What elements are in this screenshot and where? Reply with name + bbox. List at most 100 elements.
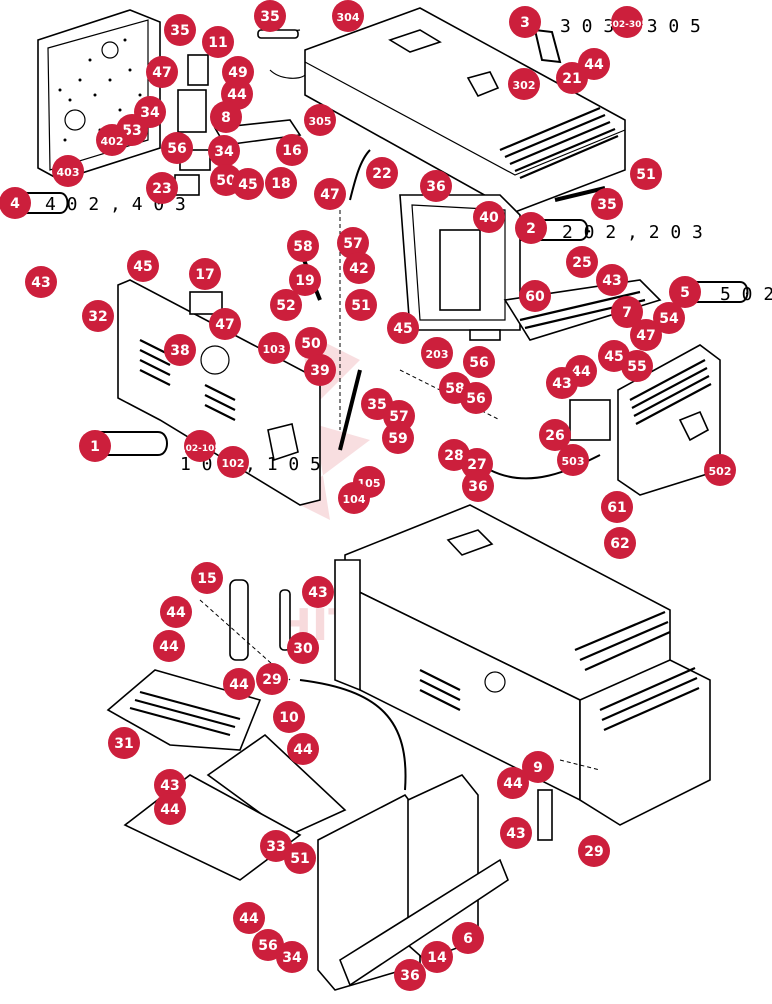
callout-302[interactable]: 302 xyxy=(508,68,540,100)
callout-38[interactable]: 38 xyxy=(164,334,196,366)
callout-44[interactable]: 44 xyxy=(578,48,610,80)
callout-number: 5 xyxy=(680,285,690,301)
callout-58[interactable]: 58 xyxy=(287,230,319,262)
callout-1[interactable]: 1 xyxy=(79,430,111,462)
callout-17[interactable]: 17 xyxy=(189,258,221,290)
callout-35[interactable]: 35 xyxy=(254,0,286,32)
callout-bubble xyxy=(146,172,178,204)
callout-43[interactable]: 43 xyxy=(25,266,57,298)
callout-bubble xyxy=(421,337,453,369)
callout-7[interactable]: 7 xyxy=(611,296,643,328)
callout-43[interactable]: 43 xyxy=(596,264,628,296)
callout-305[interactable]: 305 xyxy=(304,104,336,136)
callout-19[interactable]: 19 xyxy=(289,264,321,296)
callout-33[interactable]: 33 xyxy=(260,830,292,862)
callout-16[interactable]: 16 xyxy=(276,134,308,166)
callout-number: 45 xyxy=(238,177,257,193)
callout-30[interactable]: 30 xyxy=(287,632,319,664)
callout-14[interactable]: 14 xyxy=(421,941,453,973)
callout-42[interactable]: 42 xyxy=(343,252,375,284)
callout-40[interactable]: 40 xyxy=(473,201,505,233)
callout-number: 2 xyxy=(526,221,536,237)
callout-57[interactable]: 57 xyxy=(337,227,369,259)
callout-36[interactable]: 36 xyxy=(420,170,452,202)
callout-52[interactable]: 52 xyxy=(270,289,302,321)
callout-43[interactable]: 43 xyxy=(546,367,578,399)
callout-35[interactable]: 35 xyxy=(591,188,623,220)
callout-44[interactable]: 44 xyxy=(223,668,255,700)
callout-61[interactable]: 61 xyxy=(601,491,633,523)
callout-104[interactable]: 104 xyxy=(338,482,370,514)
callout-56[interactable]: 56 xyxy=(161,132,193,164)
callout-51[interactable]: 51 xyxy=(284,842,316,874)
callout-5[interactable]: 5 xyxy=(669,276,701,308)
callout-32[interactable]: 32 xyxy=(82,300,114,332)
callout-44[interactable]: 44 xyxy=(153,630,185,662)
callout-9[interactable]: 9 xyxy=(522,751,554,783)
callout-47[interactable]: 47 xyxy=(630,319,662,351)
callout-51[interactable]: 51 xyxy=(345,289,377,321)
callout-44[interactable]: 44 xyxy=(287,733,319,765)
callout-22[interactable]: 22 xyxy=(366,157,398,189)
callout-bubble xyxy=(287,733,319,765)
callout-45[interactable]: 45 xyxy=(387,312,419,344)
callout-60[interactable]: 60 xyxy=(519,280,551,312)
callout-39[interactable]: 39 xyxy=(304,354,336,386)
callout-29[interactable]: 29 xyxy=(578,835,610,867)
callout-203[interactable]: 203 xyxy=(421,337,453,369)
callout-31[interactable]: 31 xyxy=(108,727,140,759)
callout-56[interactable]: 56 xyxy=(252,929,284,961)
callout-23[interactable]: 23 xyxy=(146,172,178,204)
callout-44[interactable]: 44 xyxy=(154,793,186,825)
callout-50[interactable]: 50 xyxy=(295,327,327,359)
callout-44[interactable]: 44 xyxy=(160,596,192,628)
callout-45[interactable]: 45 xyxy=(127,250,159,282)
callout-34[interactable]: 34 xyxy=(208,135,240,167)
callout-403[interactable]: 403 xyxy=(52,155,84,187)
callout-43[interactable]: 43 xyxy=(154,769,186,801)
callout-bubble xyxy=(217,446,249,478)
callout-56[interactable]: 56 xyxy=(460,382,492,414)
callout-4[interactable]: 4 xyxy=(0,187,31,219)
callout-47[interactable]: 47 xyxy=(314,178,346,210)
callout-44[interactable]: 44 xyxy=(233,902,265,934)
callout-43[interactable]: 43 xyxy=(302,576,334,608)
callout-29[interactable]: 29 xyxy=(256,663,288,695)
callout-number: 17 xyxy=(195,267,214,283)
callout-302-305[interactable]: 302-305 xyxy=(606,6,648,38)
callout-bubble xyxy=(223,668,255,700)
callout-56[interactable]: 56 xyxy=(463,346,495,378)
callout-35[interactable]: 35 xyxy=(164,14,196,46)
callout-10[interactable]: 10 xyxy=(273,701,305,733)
callout-8[interactable]: 8 xyxy=(210,101,242,133)
callout-15[interactable]: 15 xyxy=(191,562,223,594)
callout-102-105[interactable]: 102-105 xyxy=(179,430,221,462)
callout-25[interactable]: 25 xyxy=(566,246,598,278)
callout-47[interactable]: 47 xyxy=(146,56,178,88)
callout-103[interactable]: 103 xyxy=(258,332,290,364)
callout-304[interactable]: 304 xyxy=(332,0,364,32)
callout-18[interactable]: 18 xyxy=(265,167,297,199)
callout-2[interactable]: 2 xyxy=(515,212,547,244)
callout-36[interactable]: 36 xyxy=(394,959,426,991)
callout-26[interactable]: 26 xyxy=(539,419,571,451)
callout-55[interactable]: 55 xyxy=(621,350,653,382)
callout-6[interactable]: 6 xyxy=(452,922,484,954)
callout-45[interactable]: 45 xyxy=(232,168,264,200)
callout-43[interactable]: 43 xyxy=(500,817,532,849)
door-panel-403 xyxy=(37,9,161,181)
callout-36[interactable]: 36 xyxy=(462,470,494,502)
callout-3[interactable]: 3 xyxy=(509,6,541,38)
callout-11[interactable]: 11 xyxy=(202,26,234,58)
callout-62[interactable]: 62 xyxy=(604,527,636,559)
callout-34[interactable]: 34 xyxy=(276,941,308,973)
callout-502[interactable]: 502 xyxy=(704,454,736,486)
callout-54[interactable]: 54 xyxy=(653,302,685,334)
callout-59[interactable]: 59 xyxy=(382,422,414,454)
callout-51[interactable]: 51 xyxy=(630,158,662,190)
callout-44[interactable]: 44 xyxy=(497,767,529,799)
callout-102[interactable]: 102 xyxy=(217,446,249,478)
callout-503[interactable]: 503 xyxy=(557,444,589,476)
callout-47[interactable]: 47 xyxy=(209,308,241,340)
callout-402[interactable]: 402 xyxy=(96,124,128,156)
